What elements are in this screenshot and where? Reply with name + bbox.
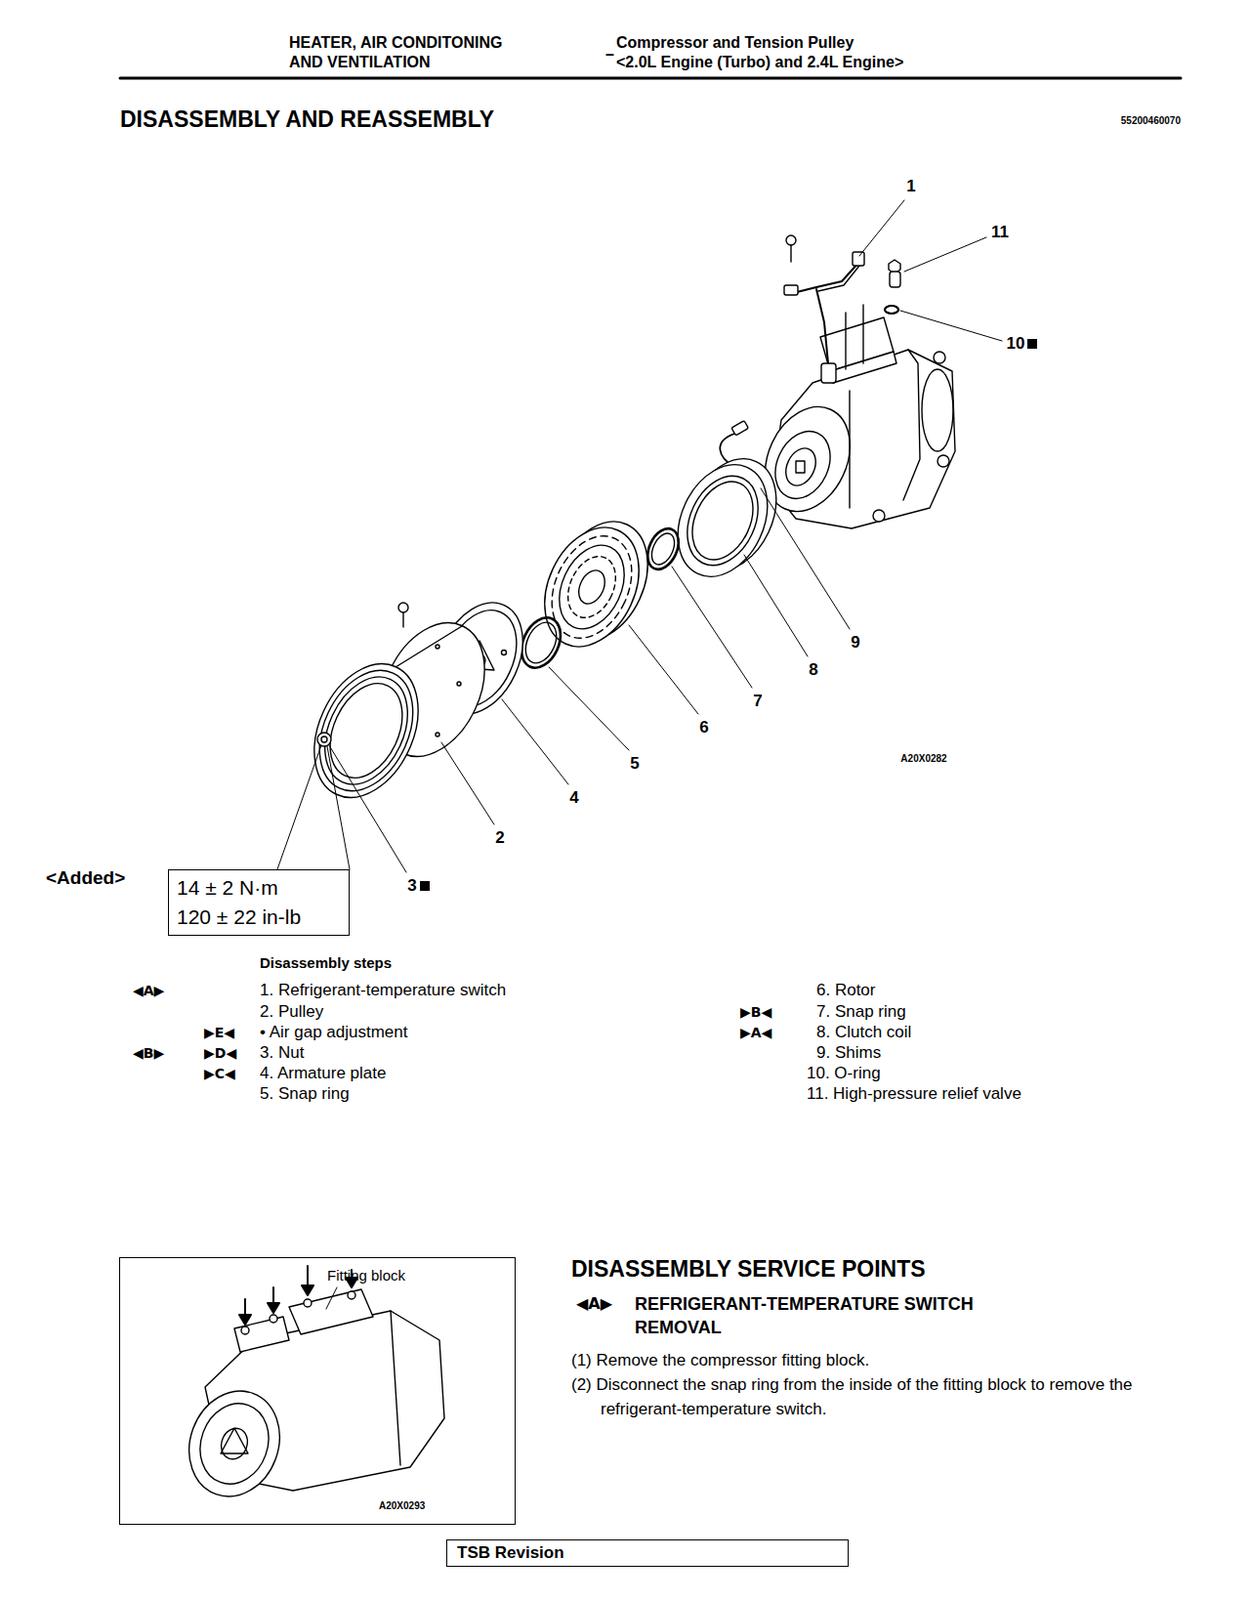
service-marker: ▶C◀ bbox=[204, 1065, 236, 1082]
callout-number: 10 bbox=[1006, 333, 1026, 354]
section-heading: DISASSEMBLY SERVICE POINTS bbox=[571, 1255, 926, 1282]
box-text: TSB Revision bbox=[457, 1541, 838, 1564]
non-reusable-symbol bbox=[1027, 338, 1038, 349]
service-marker: ◀A▶ bbox=[576, 1294, 613, 1313]
callout-number: 9 bbox=[850, 632, 860, 653]
callout-number: 11 bbox=[991, 222, 1009, 243]
step-item: • Air gap adjustment bbox=[259, 1022, 408, 1042]
step-item: 11. High-pressure relief valve bbox=[806, 1083, 1022, 1104]
running-header: HEATER, AIR CONDITONING bbox=[289, 34, 502, 52]
service-marker: ◀A▶ bbox=[132, 982, 165, 999]
added-note: <Added> bbox=[45, 867, 125, 889]
step-item: 4. Armature plate bbox=[259, 1063, 386, 1084]
box-text: 120 ± 22 in-lb bbox=[176, 902, 341, 932]
step-item: 5. Snap ring bbox=[259, 1083, 350, 1104]
callout-number: 2 bbox=[495, 828, 504, 848]
service-marker: ▶A◀ bbox=[740, 1024, 772, 1041]
callout-number: 1 bbox=[906, 176, 916, 197]
step-item: 10. O-ring bbox=[806, 1063, 881, 1084]
list-heading: Disassembly steps bbox=[259, 954, 392, 971]
callout-number: 5 bbox=[629, 753, 639, 774]
callout-number: 3 bbox=[407, 875, 417, 896]
callout-number: 7 bbox=[752, 691, 762, 711]
running-header: AND VENTILATION bbox=[289, 53, 431, 72]
figure-code: A20X0282 bbox=[900, 752, 947, 765]
procedure-step: (1) Remove the compressor fitting block. bbox=[571, 1347, 1210, 1373]
step-item: 3. Nut bbox=[259, 1042, 304, 1063]
step-item: 9. Shims bbox=[816, 1042, 881, 1063]
figure-code: A20X0293 bbox=[378, 1500, 425, 1511]
sub-heading: REFRIGERANT-TEMPERATURE SWITCH REMOVAL bbox=[634, 1291, 1036, 1339]
procedure-step: (2) Disconnect the snap ring from the in… bbox=[571, 1372, 1210, 1421]
step-item: 6. Rotor bbox=[816, 980, 875, 1000]
inset-figure-box: Fitting blockA20X0293 bbox=[119, 1256, 516, 1525]
header-dash: – bbox=[605, 45, 615, 64]
service-marker: ◀B▶ bbox=[132, 1044, 165, 1061]
non-reusable-symbol bbox=[419, 880, 430, 891]
part-label: Fitting block bbox=[327, 1266, 406, 1284]
step-item: 1. Refrigerant-temperature switch bbox=[259, 980, 506, 1000]
page-code: 55200460070 bbox=[1121, 115, 1181, 127]
step-item: 8. Clutch coil bbox=[816, 1022, 912, 1042]
service-marker: ▶D◀ bbox=[204, 1044, 237, 1061]
callout-number: 4 bbox=[569, 788, 579, 808]
section-title: DISASSEMBLY AND REASSEMBLY bbox=[120, 106, 495, 132]
service-marker: ▶E◀ bbox=[204, 1024, 235, 1041]
service-marker: ▶B◀ bbox=[740, 1003, 772, 1020]
torque-box: 14 ± 2 N·m120 ± 22 in-lb bbox=[167, 869, 350, 936]
revision-box: TSB Revision bbox=[446, 1539, 849, 1567]
callout-number: 6 bbox=[699, 717, 709, 738]
running-header: <2.0L Engine (Turbo) and 2.4L Engine> bbox=[616, 53, 904, 72]
running-header: Compressor and Tension Pulley bbox=[616, 34, 854, 52]
box-text: 14 ± 2 N·m bbox=[176, 873, 341, 903]
step-item: 2. Pulley bbox=[259, 1001, 324, 1022]
step-item: 7. Snap ring bbox=[816, 1001, 907, 1022]
callout-number: 8 bbox=[808, 660, 818, 680]
